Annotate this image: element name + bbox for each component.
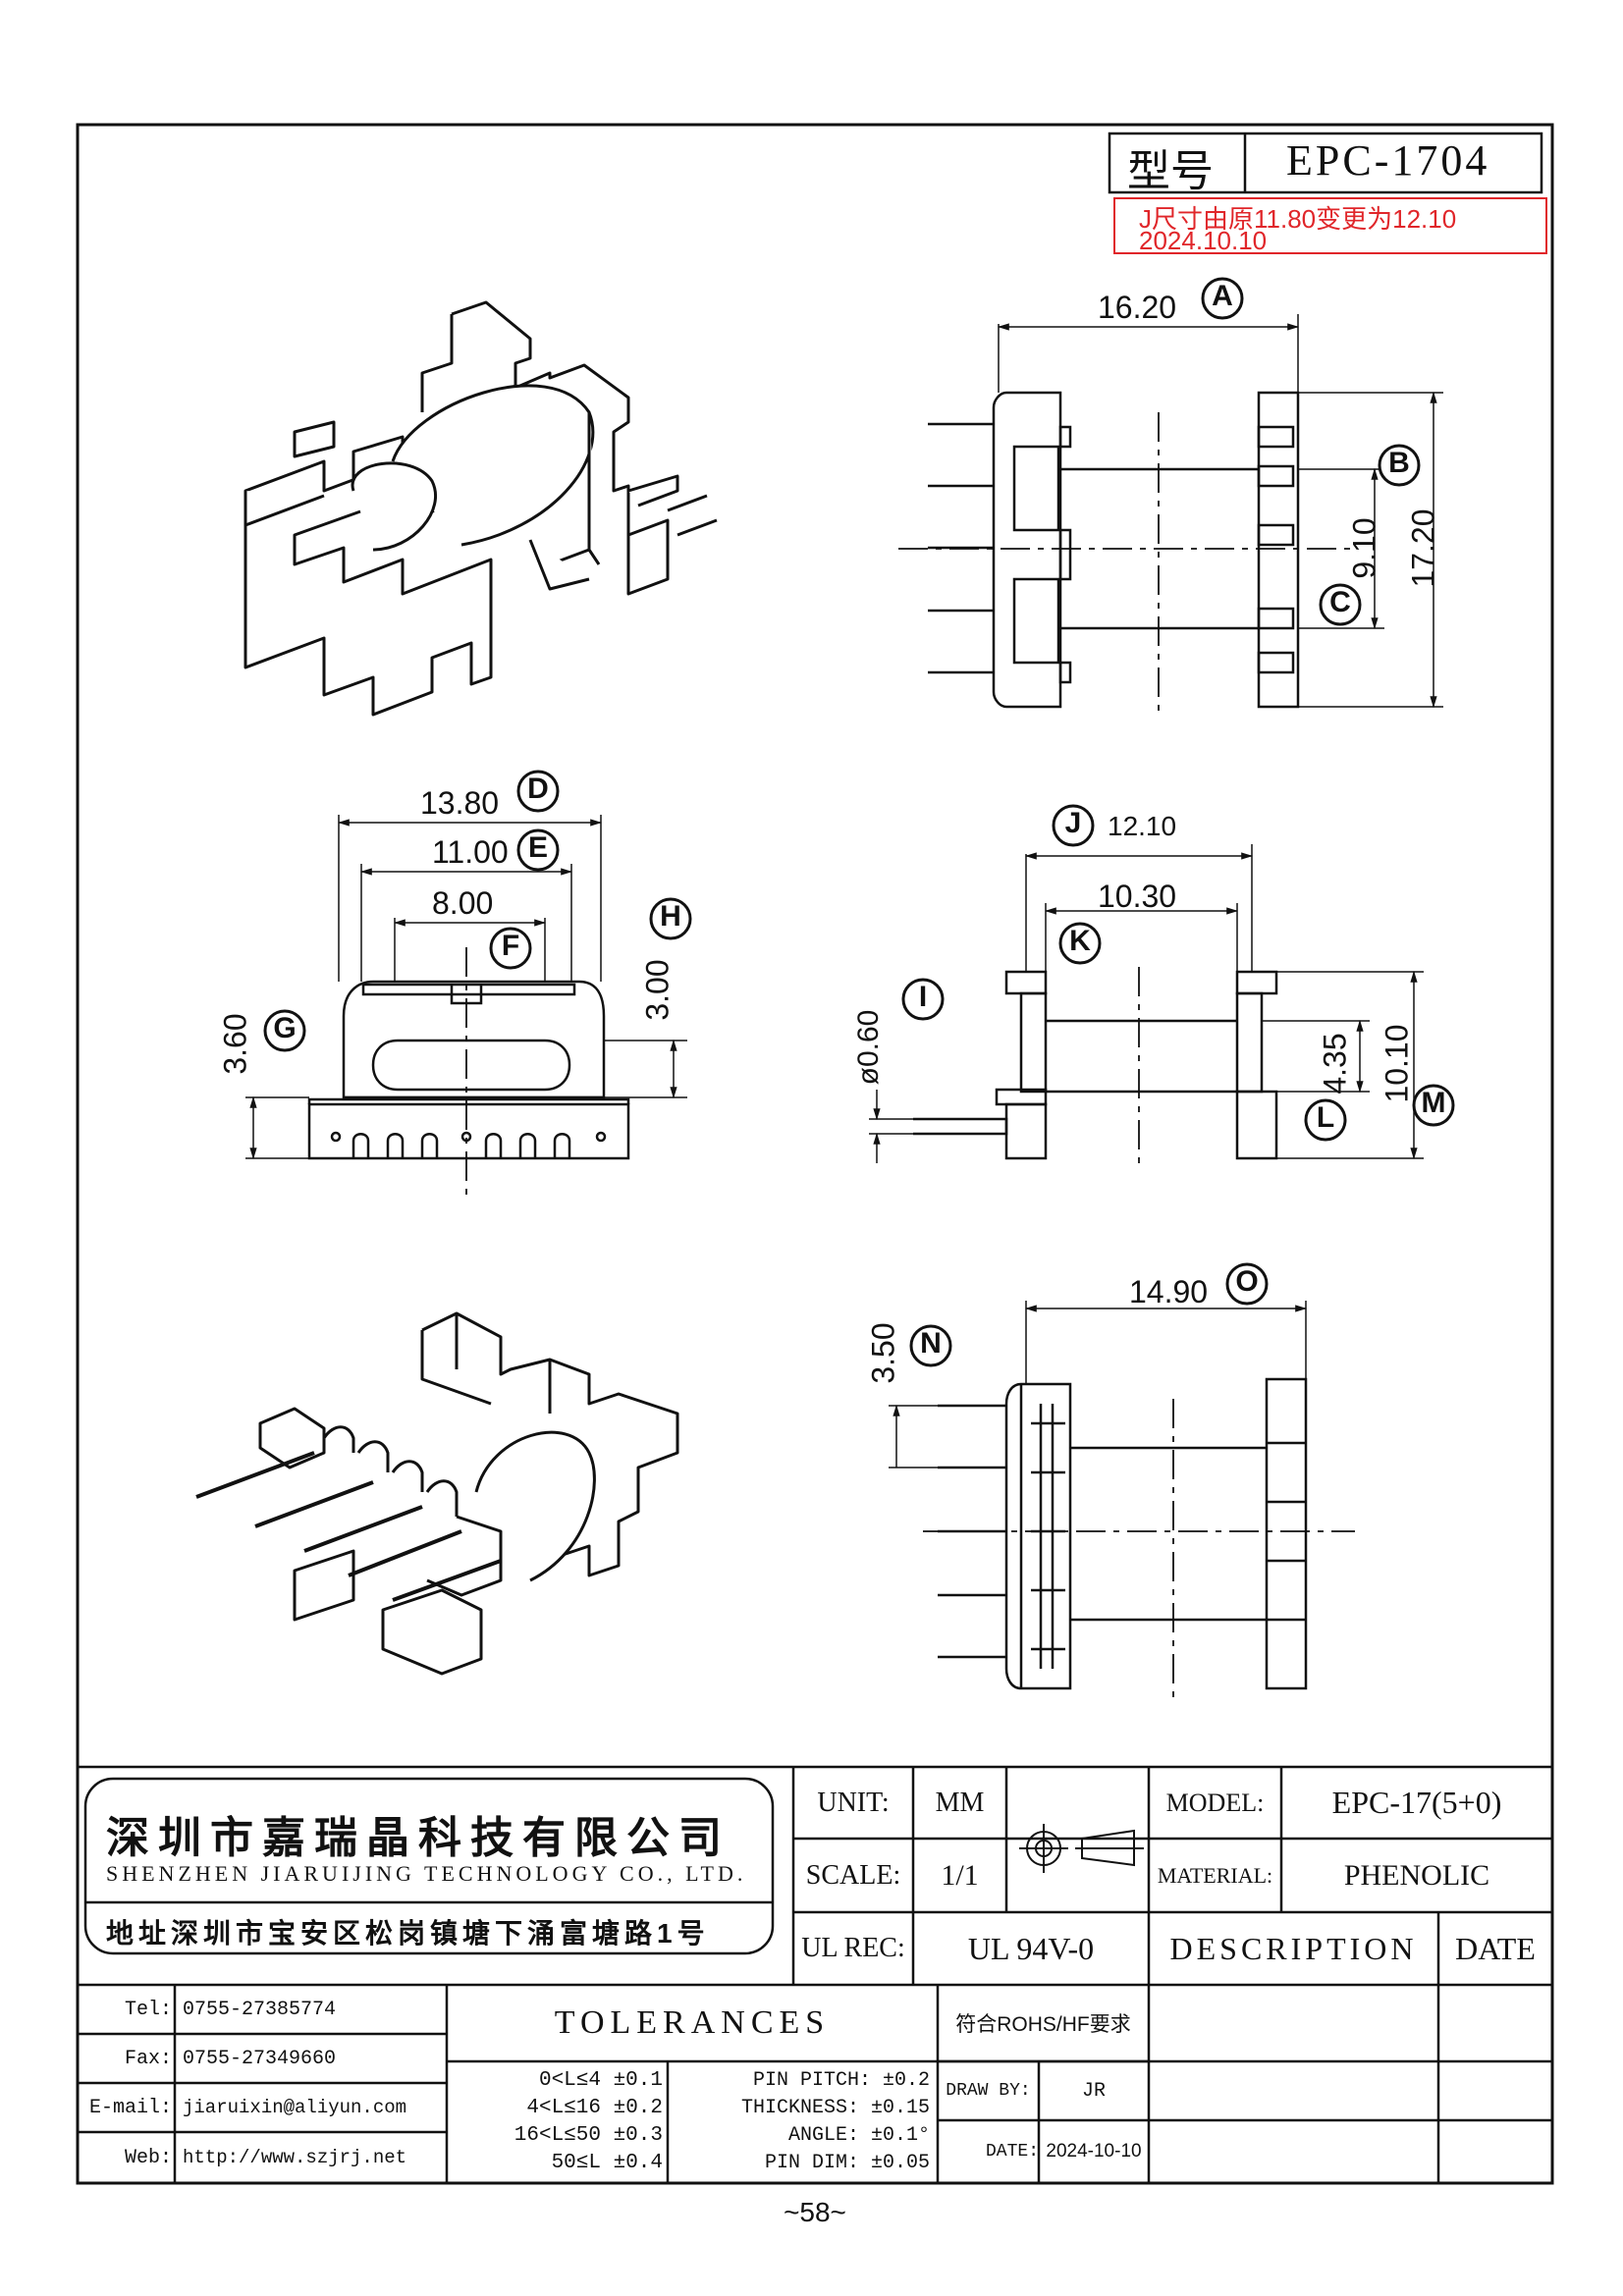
company-name-en: SHENZHEN JIARUIJING TECHNOLOGY CO., LTD.: [106, 1861, 747, 1886]
ul-value: UL 94V-0: [967, 1930, 1095, 1966]
tolerance-row: 4<L≤16 ±0.2: [526, 2097, 663, 2119]
label-f: F: [501, 930, 520, 962]
unit-value: MM: [935, 1787, 985, 1818]
date-header-label: DATE: [1455, 1930, 1536, 1966]
tel-label: Tel:: [124, 1998, 172, 2021]
date-label: DATE:: [985, 2142, 1039, 2162]
iso-view-bottom: [195, 1311, 679, 1676]
label-m: M: [1421, 1087, 1446, 1119]
dim-j-value: 12.10: [1108, 811, 1177, 841]
iso-view-top: [243, 300, 718, 717]
label-a: A: [1212, 280, 1233, 312]
tolerance-row: 50≤L ±0.4: [551, 2152, 663, 2174]
top-view: [898, 314, 1443, 712]
web-label: Web:: [124, 2146, 172, 2169]
scale-value: 1/1: [941, 1858, 979, 1892]
dim-h-value: 3.00: [639, 959, 676, 1021]
dim-k-value: 10.30: [1098, 879, 1177, 914]
dim-o-value: 14.90: [1129, 1274, 1209, 1309]
pin-tolerance-row: ANGLE: ±0.1°: [787, 2124, 930, 2147]
model-code: EPC-1704: [1286, 136, 1490, 185]
pin-tolerance-row: PIN PITCH: ±0.2: [752, 2069, 930, 2092]
tel-value: 0755-27385774: [183, 1998, 337, 2021]
label-i: I: [918, 981, 928, 1013]
revision-note-line1: J尺寸由原11.80变更为12.10: [1139, 204, 1457, 234]
title-block-lines: [78, 1765, 1552, 2183]
model-value: EPC-17(5+0): [1331, 1785, 1502, 1820]
label-d: D: [527, 773, 549, 805]
label-b: B: [1388, 447, 1410, 479]
label-j: J: [1064, 807, 1082, 839]
tolerance-row: 16<L≤50 ±0.3: [514, 2124, 663, 2147]
label-l: L: [1316, 1101, 1335, 1134]
dim-g-value: 3.60: [217, 1013, 253, 1075]
revision-note-line2: 2024.10.10: [1139, 226, 1268, 255]
drawn-by-value: JR: [1081, 2079, 1106, 2103]
label-h: H: [660, 900, 681, 933]
dim-n-value: 3.50: [865, 1322, 901, 1384]
projection-symbol-icon: [1019, 1824, 1144, 1873]
label-e: E: [527, 831, 548, 864]
material-value: PHENOLIC: [1343, 1858, 1490, 1892]
dim-d-value: 13.80: [420, 785, 500, 821]
front-view: [245, 815, 687, 1198]
material-label: MATERIAL:: [1157, 1862, 1273, 1888]
dim-1720-value: 17.20: [1405, 508, 1441, 588]
fax-value: 0755-27349660: [183, 2047, 337, 2070]
page-number: ~58~: [784, 2197, 846, 2227]
pin-tolerance-row: PIN DIM: ±0.05: [764, 2152, 930, 2174]
dim-f-value: 8.00: [432, 885, 494, 921]
drawn-by-label: DRAW BY:: [946, 2081, 1031, 2101]
company-address: 地址深圳市宝安区松岗镇塘下涌富塘路1号: [106, 1918, 710, 1949]
dim-l-value: 4.35: [1317, 1033, 1353, 1095]
revision-note-box: [1113, 197, 1547, 254]
email-label: E-mail:: [88, 2096, 172, 2119]
model-type-label: 型号: [1127, 147, 1214, 195]
email-value[interactable]: jiaruixin@aliyun.com: [183, 2097, 407, 2118]
unit-label: UNIT:: [817, 1787, 890, 1818]
sheet-border: [76, 123, 1554, 2185]
ul-label: UL REC:: [801, 1933, 905, 1963]
label-o: O: [1235, 1265, 1259, 1298]
scale-label: SCALE:: [805, 1859, 901, 1891]
dim-e-value: 11.00: [432, 834, 509, 870]
dim-910-value: 9.10: [1346, 517, 1382, 579]
rohs-note: 符合ROHS/HF要求: [955, 2013, 1131, 2036]
description-label: DESCRIPTION: [1169, 1930, 1418, 1966]
label-g: G: [273, 1012, 297, 1044]
side-view: [869, 844, 1424, 1168]
label-k: K: [1069, 925, 1091, 957]
dim-m-value: 10.10: [1379, 1024, 1415, 1103]
pin-tolerance-row: THICKNESS: ±0.15: [740, 2097, 930, 2119]
label-circles: [263, 277, 1455, 1367]
model-header-box: [1108, 132, 1543, 194]
tolerance-row: 0<L≤4 ±0.1: [538, 2069, 663, 2092]
web-value[interactable]: http://www.szjrj.net: [183, 2147, 407, 2168]
company-name-cn: 深圳市嘉瑞晶科技有限公司: [106, 1814, 730, 1862]
fax-label: Fax:: [124, 2047, 172, 2070]
model-label: MODEL:: [1165, 1788, 1265, 1817]
tolerances-title: TOLERANCES: [554, 2004, 831, 2041]
bottom-view: [889, 1301, 1355, 1703]
label-n: N: [920, 1327, 942, 1360]
dim-i-value: ø0.60: [852, 1009, 885, 1086]
label-c: C: [1329, 586, 1351, 618]
date-value: 2024-10-10: [1046, 2141, 1142, 2162]
dim-a-value: 16.20: [1098, 290, 1177, 325]
